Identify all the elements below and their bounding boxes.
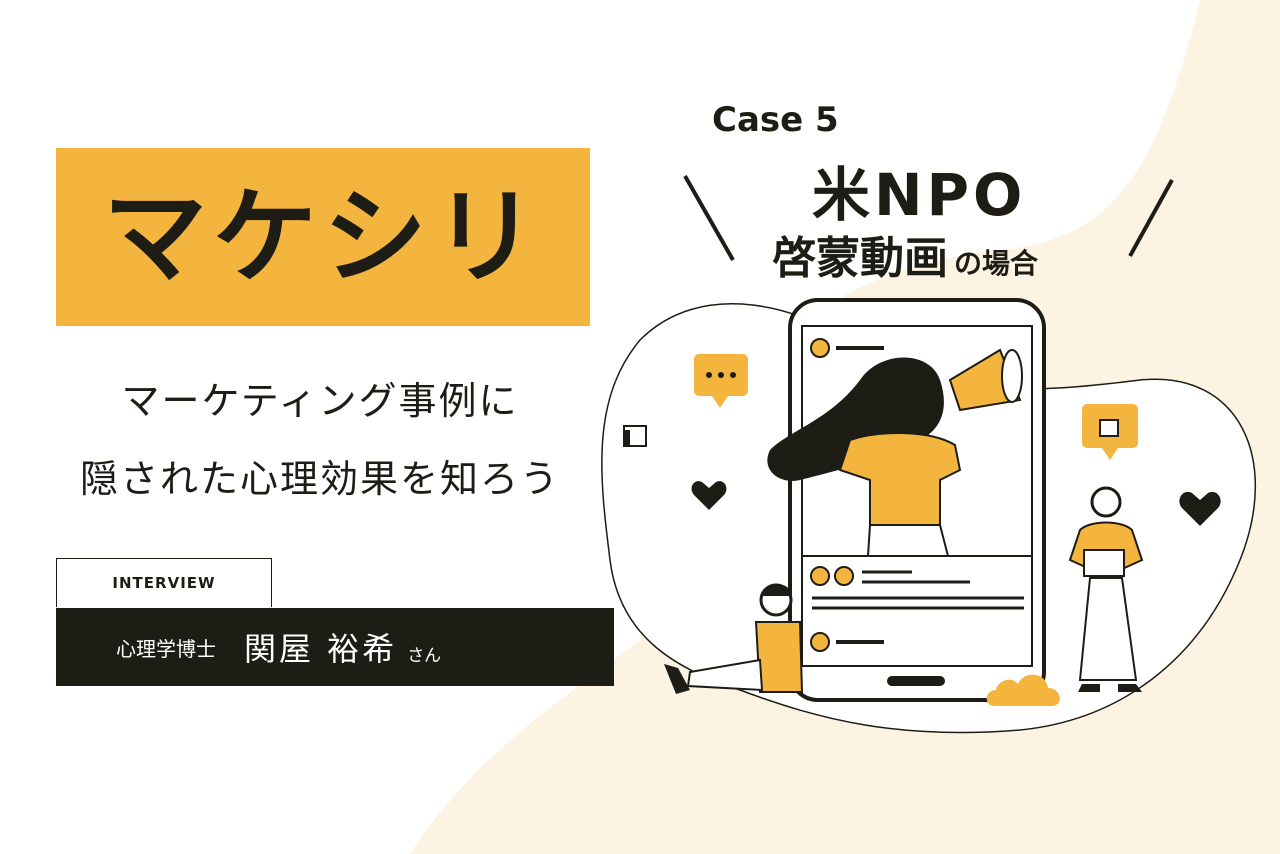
- main-title: マケシリ: [102, 176, 543, 298]
- chat-bubble-icon: [694, 354, 748, 408]
- heart-icon: [691, 481, 727, 510]
- case-number: Case 5: [712, 100, 839, 140]
- like-bubble-icon: [1082, 404, 1138, 460]
- case-title: 啓蒙動画の場合: [772, 222, 1038, 286]
- interviewee-honorific: さん: [407, 645, 442, 666]
- heart-icon: [1179, 491, 1221, 526]
- sitting-man: [664, 583, 804, 694]
- interviewee-name: 関屋 裕希: [244, 630, 398, 668]
- left-slash: [683, 175, 735, 261]
- case-topic: 啓蒙動画: [772, 233, 948, 284]
- subtitle-line-2: 隠された心理効果を知ろう: [79, 457, 560, 501]
- post-avatar: [810, 632, 830, 652]
- woman-with-megaphone: [767, 348, 1023, 557]
- interviewee-bar: 心理学博士 関屋 裕希 さん: [56, 608, 614, 686]
- interview-tag: INTERVIEW: [56, 558, 272, 607]
- post-avatar: [834, 566, 854, 586]
- right-slash: [1128, 179, 1174, 257]
- case-suffix: の場合: [954, 247, 1039, 280]
- woman-with-laptop: [1068, 486, 1144, 692]
- post-avatar: [810, 338, 830, 358]
- case-org: 米NPO: [812, 161, 1027, 229]
- phone-home-bar: [887, 676, 945, 686]
- megaphone-icon: [948, 348, 1023, 412]
- subtitle-line-1: マーケティング事例に: [121, 379, 519, 423]
- like-icon: [623, 425, 647, 447]
- post-avatar: [810, 566, 830, 586]
- cloud-icon: [986, 674, 1060, 706]
- interviewee-role: 心理学博士: [116, 636, 216, 661]
- title-banner: マケシリ: [56, 148, 590, 326]
